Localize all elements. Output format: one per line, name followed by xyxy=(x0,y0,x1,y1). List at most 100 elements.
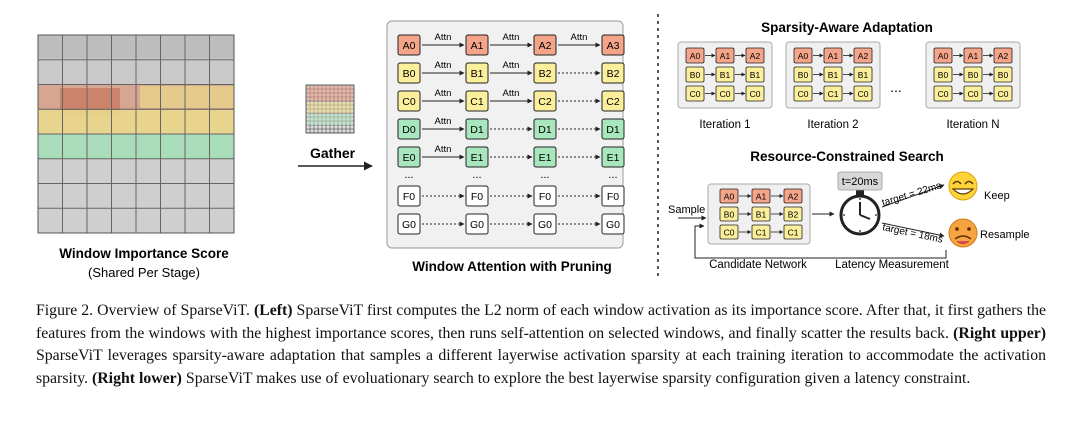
iteration-label: Iteration 1 xyxy=(699,119,750,131)
attn-label: Attn xyxy=(435,116,452,127)
iteration-cell-label: A0 xyxy=(798,51,809,61)
attn-label: Attn xyxy=(571,32,588,43)
candidate-cell xyxy=(783,188,803,204)
resample-condition: target = 18ms xyxy=(881,222,943,246)
window-cell-label: A1 xyxy=(471,40,484,52)
iteration-cell xyxy=(793,66,813,83)
iteration-cell xyxy=(715,47,735,64)
row-ellipsis: ... xyxy=(608,169,617,181)
row-ellipsis: ... xyxy=(472,169,481,181)
window-cell-a3 xyxy=(601,34,625,56)
iteration-cell-label: B0 xyxy=(690,70,701,80)
iteration-cell-label: A0 xyxy=(690,51,701,61)
iteration-label: Iteration 2 xyxy=(807,119,858,131)
window-cell-label: E1 xyxy=(607,152,620,164)
iteration-cell xyxy=(933,66,953,83)
candidate-cell-label: A0 xyxy=(724,192,735,202)
iteration-cell xyxy=(933,85,953,102)
caption-left-bold: (Left) xyxy=(253,302,293,319)
window-cell-label: C2 xyxy=(606,96,620,108)
attn-label: Attn xyxy=(503,60,520,71)
iteration-cell xyxy=(993,85,1013,102)
window-cell-label: A0 xyxy=(403,40,416,52)
iteration-cell xyxy=(715,85,735,102)
iteration-cell-label: B1 xyxy=(750,70,761,80)
window-cell-g0 xyxy=(601,213,625,235)
iteration-cell-label: A2 xyxy=(858,51,869,61)
candidate-cell xyxy=(751,224,771,240)
window-cell-e0 xyxy=(397,146,421,168)
window-cell-label: F0 xyxy=(539,191,551,203)
window-cell-f0 xyxy=(465,185,489,207)
attn-label: Attn xyxy=(435,144,452,155)
window-cell-label: F0 xyxy=(403,191,415,203)
keep-label: Keep xyxy=(984,190,1010,202)
iteration-label: Iteration N xyxy=(946,119,999,131)
caption-right-lower-bold: (Right lower) xyxy=(92,369,182,387)
pruning-title: Window Attention with Pruning xyxy=(412,259,612,274)
iteration-cell xyxy=(823,47,843,64)
iteration-cell-label: B0 xyxy=(968,70,979,80)
iteration-cell-label: C0 xyxy=(968,89,979,99)
iteration-cell xyxy=(963,47,983,64)
figure-diagram: Window Importance Score (Shared Per Stag… xyxy=(37,14,1030,280)
iteration-cell xyxy=(745,47,765,64)
window-cell-b1 xyxy=(465,62,489,84)
iteration-cell-label: B0 xyxy=(798,70,809,80)
timer-value: t=20ms xyxy=(842,176,879,188)
candidate-cell-label: B1 xyxy=(756,210,767,220)
iteration-cell xyxy=(685,47,705,64)
window-cell-e1 xyxy=(533,146,557,168)
iteration-cell xyxy=(853,85,873,102)
window-cell-g0 xyxy=(397,213,421,235)
iteration-cell-label: C0 xyxy=(998,89,1009,99)
adaptation-title: Sparsity-Aware Adaptation xyxy=(761,20,933,35)
iteration-dots: ... xyxy=(890,79,902,95)
iteration-cell-label: A0 xyxy=(938,51,949,61)
window-cell-d1 xyxy=(601,118,625,140)
caption-right-lower-text: SparseViT makes use of evoluationary sea… xyxy=(181,369,971,387)
window-cell-label: E1 xyxy=(539,152,552,164)
window-cell-c2 xyxy=(533,90,557,112)
window-cell-label: E0 xyxy=(403,152,416,164)
window-cell-g0 xyxy=(533,213,557,235)
window-cell-label: D1 xyxy=(470,124,484,136)
iteration-cell xyxy=(993,66,1013,83)
caption-right-upper-text: SparseViT leverages sparsity-aware adapt… xyxy=(36,347,1046,387)
attn-label: Attn xyxy=(435,32,452,43)
resample-label: Resample xyxy=(980,229,1030,241)
iteration-cell-label: B1 xyxy=(858,70,869,80)
caption-left-text: SparseViT first computes the L2 norm of … xyxy=(36,302,1047,342)
happy-face-icon xyxy=(948,171,978,201)
iteration-cell-label: C0 xyxy=(720,89,731,99)
window-cell-label: B2 xyxy=(539,68,552,80)
window-cell-label: C2 xyxy=(538,96,552,108)
iteration-cell-label: C1 xyxy=(828,89,839,99)
window-cell-label: B0 xyxy=(403,68,416,80)
window-cell-label: G0 xyxy=(470,219,484,231)
candidate-cell xyxy=(751,206,771,222)
iteration-cell-label: B0 xyxy=(938,70,949,80)
iteration-cell-label: A1 xyxy=(720,51,731,61)
window-cell-d1 xyxy=(533,118,557,140)
window-cell-c1 xyxy=(465,90,489,112)
candidate-cell-label: C1 xyxy=(756,228,767,238)
iteration-cell-label: B1 xyxy=(828,70,839,80)
sick-face-icon xyxy=(948,218,978,248)
window-cell-c2 xyxy=(601,90,625,112)
window-cell-e1 xyxy=(465,146,489,168)
window-cell-a1 xyxy=(465,34,489,56)
search-title: Resource-Constrained Search xyxy=(750,149,944,164)
iteration-cell-label: B0 xyxy=(998,70,1009,80)
window-cell-g0 xyxy=(465,213,489,235)
window-cell-c0 xyxy=(397,90,421,112)
iteration-cell-label: A2 xyxy=(750,51,761,61)
row-ellipsis: ... xyxy=(404,169,413,181)
window-cell-label: B1 xyxy=(471,68,484,80)
candidate-cell-label: B0 xyxy=(724,210,735,220)
caption-lead: Figure 2. Overview of SparseViT. xyxy=(36,302,254,319)
window-cell-e1 xyxy=(601,146,625,168)
window-cell-b0 xyxy=(397,62,421,84)
gather-grid-icon xyxy=(305,84,355,134)
window-cell-a0 xyxy=(397,34,421,56)
